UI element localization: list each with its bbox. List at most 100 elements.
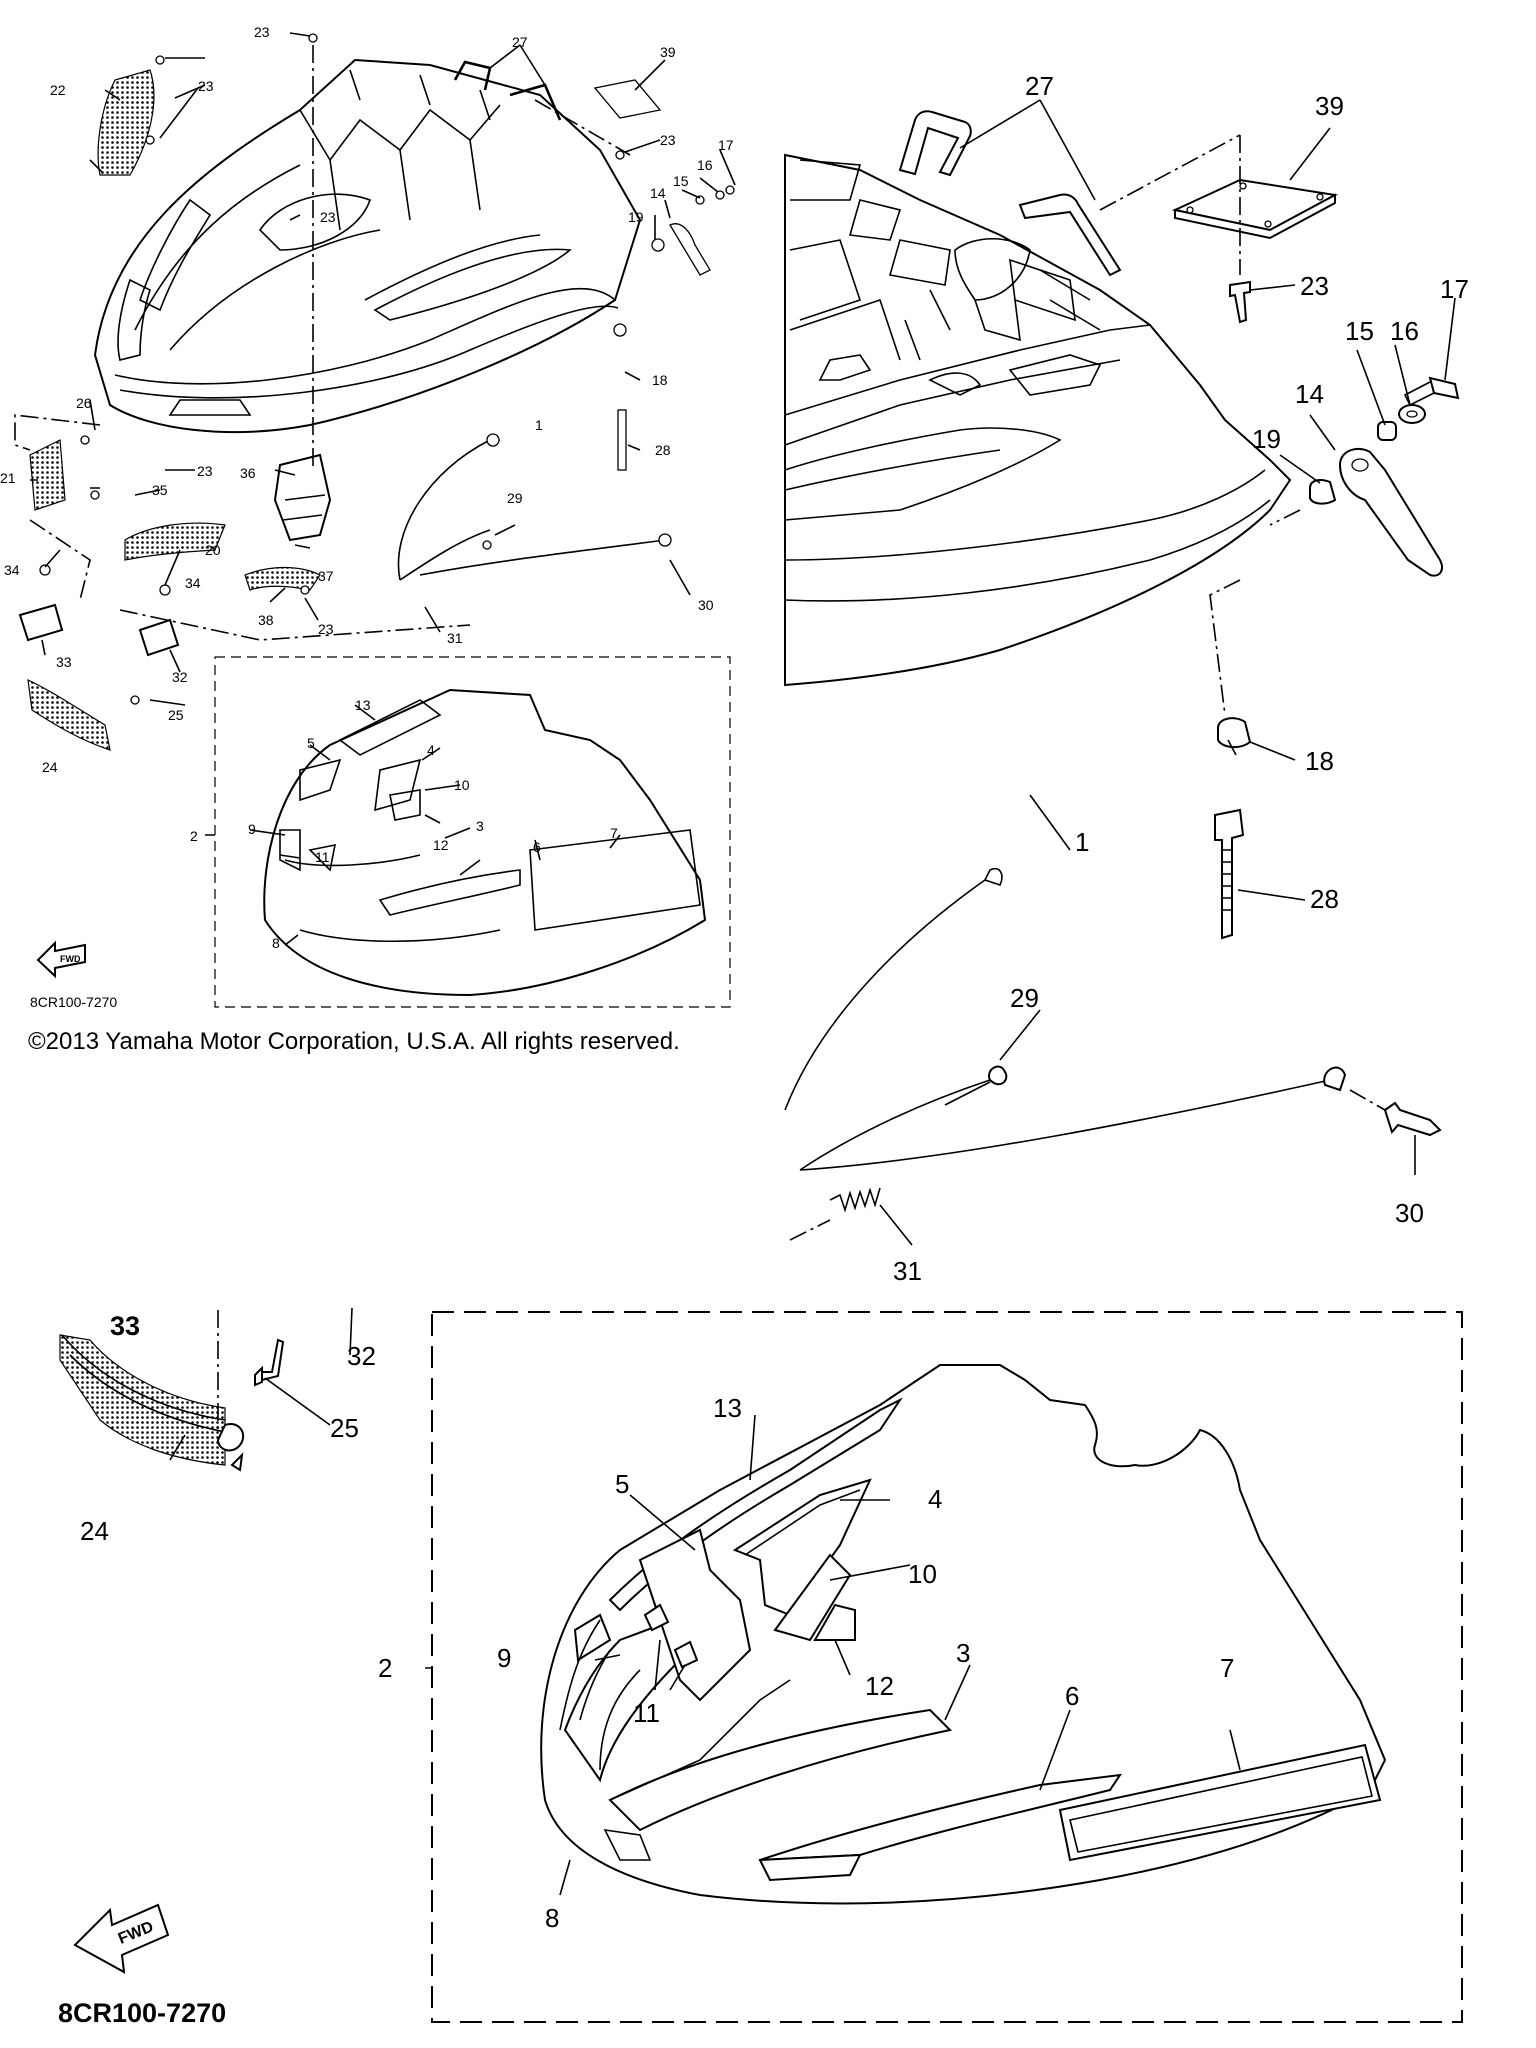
detail-label-9: 9 [497,1643,511,1673]
detail-label-10: 10 [908,1559,937,1589]
grommet-part-19-detail [1309,479,1337,505]
decal-kit-box [431,1311,1463,2023]
label-39: 39 [660,44,676,60]
label-23c: 23 [320,209,336,225]
detail-label-1: 1 [1075,827,1089,857]
label-37: 37 [318,568,334,584]
label-14: 14 [650,185,666,201]
cable-part-29-detail [784,867,1331,1171]
detail-top-right [784,99,1460,1246]
detail-decal-kit [425,1311,1463,2023]
detail-label-23: 23 [1300,271,1329,301]
label-1: 1 [535,417,543,433]
fwd-arrow-icon: FWD [73,1903,170,1974]
bolt-part-17-detail [1428,376,1460,400]
label-20: 20 [205,542,221,558]
label-23d: 23 [660,132,676,148]
detail-label-33: 33 [110,1311,140,1341]
detail-decal-labels: 2 3 4 5 6 7 8 9 10 11 12 13 [378,1393,1234,1933]
decal-part-7 [1058,1743,1382,1862]
label-3: 3 [476,818,484,834]
decal-part-6 [759,1773,1123,1861]
detail-label-32: 32 [347,1341,376,1371]
detail-label-39: 39 [1315,91,1344,121]
label-11: 11 [315,849,330,865]
decal-kit-box-small [214,656,731,1008]
detail-label-11: 11 [633,1698,660,1728]
detail-label-13: 13 [713,1393,742,1423]
detail-label-6: 6 [1065,1681,1079,1711]
label-23f: 23 [318,621,334,637]
label-34a: 34 [4,562,20,578]
grille-part-24-detail [59,1334,226,1466]
label-31: 31 [447,630,463,646]
detail-label-2: 2 [378,1653,392,1683]
detail-left [59,1307,353,1472]
detail-label-24: 24 [80,1516,109,1546]
decal-part-11a [643,1603,670,1632]
rivet-part-23-detail [1229,280,1251,324]
label-18: 18 [652,372,668,388]
detail-label-8: 8 [545,1903,559,1933]
pad-part-38 [244,566,321,591]
decal-part-11b [673,1640,699,1669]
deck-part-1 [784,153,1292,687]
fwd-arrow-icon-small: FWD [36,940,86,979]
label-23b: 23 [198,78,214,94]
label-24: 24 [42,759,58,775]
label-12: 12 [433,837,449,853]
detail-label-5: 5 [615,1469,629,1499]
label-28: 28 [655,442,671,458]
label-30: 30 [698,597,714,613]
label-33: 33 [56,654,72,670]
hood-part-1 [93,58,642,434]
label-35: 35 [152,482,168,498]
overview-labels: 1 2 3 4 5 6 7 8 9 10 11 12 13 14 15 16 1… [0,24,734,951]
detail-top-labels: 1 14 15 16 17 18 19 23 27 28 29 30 31 39 [893,71,1469,1286]
label-27: 27 [512,34,528,50]
detail-label-16: 16 [1390,316,1419,346]
collar-part-15-detail [1377,421,1397,441]
copyright-notice: ©2013 Yamaha Motor Corporation, U.S.A. A… [28,1028,680,1055]
pin-part-30-detail [1383,1101,1442,1137]
cover-part-22 [97,69,155,176]
detail-label-7: 7 [1220,1653,1234,1683]
clip-part-18-detail [1217,717,1252,748]
label-7: 7 [610,825,618,841]
label-23a: 23 [254,24,270,40]
grille-part-24 [27,679,111,751]
detail-label-15: 15 [1345,316,1374,346]
label-13: 13 [355,697,371,713]
grille-part-21 [29,439,66,511]
decal-part-12 [813,1603,856,1641]
label-26: 26 [76,395,92,411]
svg-text:FWD: FWD [60,954,81,964]
label-22: 22 [50,82,66,98]
detail-label-29: 29 [1010,983,1039,1013]
rivet-part-25-detail [254,1338,285,1387]
label-10: 10 [454,777,470,793]
label-2: 2 [190,828,198,844]
vent-part-20 [124,522,226,561]
label-19: 19 [628,209,644,225]
detail-label-27: 27 [1025,71,1054,101]
label-17: 17 [718,137,734,153]
label-36: 36 [240,465,256,481]
detail-label-14: 14 [1295,379,1324,409]
strap-part-27-detail [898,110,972,177]
label-21: 21 [0,470,16,486]
detail-label-18: 18 [1305,746,1334,776]
diagram-code-small: 8CR100-7270 [30,994,117,1010]
cable-part-29 [397,439,666,581]
label-38: 38 [258,612,274,628]
label-6: 6 [533,839,541,855]
label-25: 25 [168,707,184,723]
detail-label-25: 25 [330,1413,359,1443]
label-4: 4 [427,742,435,758]
label-15: 15 [673,173,689,189]
label-29: 29 [507,490,523,506]
detail-label-4: 4 [928,1484,942,1514]
label-16: 16 [697,157,713,173]
lever-part-14-detail [1338,447,1443,577]
